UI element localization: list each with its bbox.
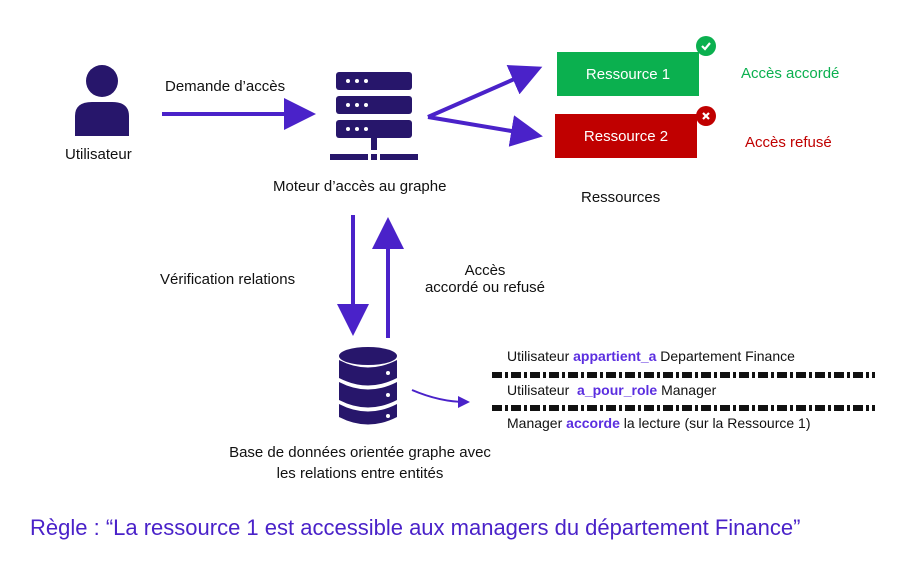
relation-predicate: a_pour_role <box>577 382 658 398</box>
response-line-1: Accès <box>464 262 506 279</box>
database-to-relations-arrow <box>411 389 470 408</box>
user-icon <box>72 64 132 141</box>
relation-object: Departement Finance <box>660 348 795 364</box>
resource-1-label: Ressource 1 <box>585 65 671 83</box>
database-line-2: les relations entre entités <box>276 465 444 482</box>
arrow-to-resource-1 <box>427 65 543 119</box>
resource-1-status: Accès accordé <box>741 65 840 82</box>
relation-row: Utilisateur appartient_a Departement Fin… <box>507 348 795 364</box>
relation-object: Manager <box>661 382 717 398</box>
database-label: Base de données orientée graphe avec les… <box>195 442 525 484</box>
resource-2-status: Accès refusé <box>745 134 832 151</box>
rule-text: Règle : “La ressource 1 est accessible a… <box>30 515 801 540</box>
relation-object: la lecture (sur la Ressource 1) <box>623 415 811 431</box>
database-line-1: Base de données orientée graphe avec <box>229 444 491 461</box>
relation-predicate: accorde <box>566 415 620 431</box>
relation-subject: Manager <box>507 415 563 431</box>
arrow-to-resource-2 <box>427 115 543 147</box>
response-label: Accès accordé ou refusé <box>410 262 560 296</box>
request-label: Demande d’accès <box>165 78 286 95</box>
relation-subject: Utilisateur <box>507 382 570 398</box>
database-icon <box>337 347 399 432</box>
relation-predicate: appartient_a <box>573 348 657 364</box>
relation-row: Utilisateur a_pour_role Manager <box>507 382 716 398</box>
relation-row: Manager accorde la lecture (sur la Resso… <box>507 415 811 431</box>
resource-2-label: Ressource 2 <box>583 127 669 145</box>
resource-1-box: Ressource 1 <box>557 52 699 96</box>
response-line-2: accordé ou refusé <box>424 279 546 296</box>
user-label: Utilisateur <box>65 146 132 163</box>
relation-divider <box>492 372 875 378</box>
server-icon <box>330 72 418 169</box>
relation-divider <box>492 405 875 411</box>
resource-2-box: Ressource 2 <box>555 114 697 158</box>
check-icon <box>696 36 716 56</box>
verification-label: Vérification relations <box>160 271 296 288</box>
relation-subject: Utilisateur <box>507 348 570 364</box>
engine-label: Moteur d’accès au graphe <box>273 178 447 195</box>
resources-group-label: Ressources <box>581 189 661 206</box>
cross-icon <box>696 106 716 126</box>
